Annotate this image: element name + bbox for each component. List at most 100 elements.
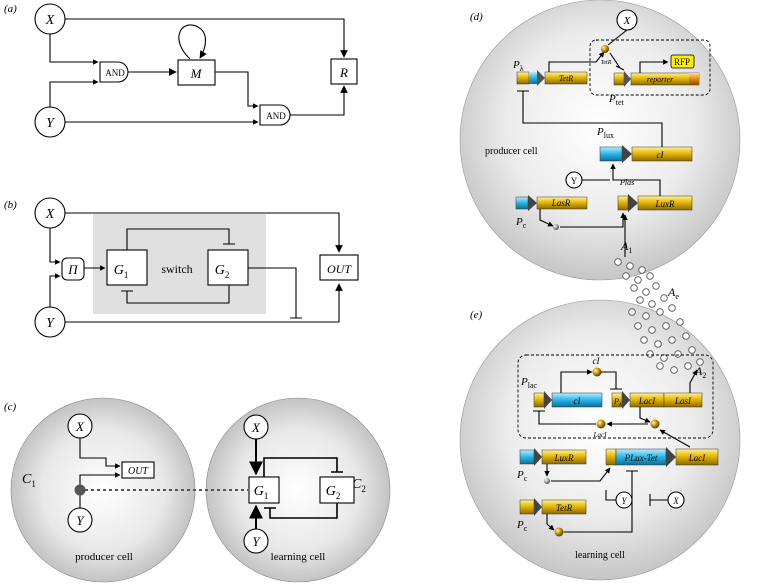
lasi-gene — [663, 392, 703, 408]
node-g1 — [106, 249, 148, 286]
pi-gate — [61, 257, 85, 281]
lasr-gene-label: LasR — [551, 198, 571, 208]
edge-g2-repress-out — [248, 267, 302, 319]
rfp-badge — [670, 54, 695, 69]
pc2-arrow-icon — [534, 498, 542, 516]
c1-label: C1 — [22, 472, 36, 489]
a1-label: A1 — [620, 239, 632, 255]
edge-and2-r — [290, 85, 348, 116]
signal-molecule — [684, 362, 692, 370]
laci-expression-arrow — [639, 407, 651, 423]
signal-molecule — [638, 266, 646, 274]
node-r-label: R — [339, 65, 348, 80]
ci-gene-label: cI — [574, 396, 582, 406]
plas-label: Plas — [619, 178, 634, 187]
lasr-gene — [536, 196, 588, 210]
lasr-expression-arrow — [539, 209, 554, 227]
signal-molecule — [622, 272, 630, 280]
pluxtet-operator — [605, 448, 617, 466]
signal-molecule — [668, 336, 676, 344]
panel-d-label: (d) — [470, 11, 483, 23]
node-y-label: Y — [46, 316, 56, 331]
p-lux-promoter — [599, 146, 623, 162]
signal-molecule — [628, 308, 636, 316]
ci-protein-label: cI — [593, 356, 601, 366]
producer-out-label: OUT — [128, 466, 149, 477]
signal-molecule — [614, 258, 622, 266]
tetr-protein-label: TetR — [601, 60, 612, 66]
signal-molecule — [636, 296, 644, 304]
p-lac-operator — [533, 392, 545, 408]
signal-molecule — [634, 276, 642, 284]
node-x-label: X — [45, 207, 55, 222]
tetr-gene — [541, 499, 587, 515]
node-r — [330, 58, 358, 85]
p-lambda-label: Pλ — [512, 59, 524, 73]
y-to-luxr — [605, 490, 616, 501]
node-out-label: OUT — [327, 262, 352, 276]
learning-g2 — [319, 476, 355, 504]
tetr-protein — [554, 527, 564, 537]
x-inhibit-tetr — [649, 494, 668, 506]
panel-b: (b) X Y Π G1 G2 switch OUT — [4, 197, 359, 338]
memory-module — [517, 354, 714, 439]
signal-molecule — [660, 354, 668, 362]
producer-out — [121, 461, 155, 479]
learning-y-label: Y — [252, 534, 261, 549]
signal-molecule — [646, 272, 654, 280]
p-lambda-promoter — [529, 72, 537, 84]
tetr-repress-ptet — [609, 52, 625, 71]
panel-a-label: (a) — [4, 3, 17, 15]
ci-protein — [592, 367, 602, 377]
producer-caption: producer cell — [75, 551, 133, 563]
edge-x-r — [65, 18, 348, 58]
laci-gene-label: LacI — [638, 396, 657, 406]
signal-molecule — [660, 294, 668, 302]
p-lux-arrow-icon — [622, 145, 632, 163]
switch-label: switch — [161, 262, 192, 276]
laci-gene-2-label: LacI — [688, 453, 707, 463]
edge-g1-repress-g2 — [126, 228, 235, 250]
panel-e: (e) Ae A2 Plac cI cI Pλ LacI LasI LacI — [459, 258, 741, 581]
producer-cell — [459, 0, 741, 281]
edge-py-out — [79, 472, 121, 488]
signal-molecule — [640, 336, 648, 344]
pi-gate-label: Π — [67, 262, 79, 277]
edge-y-and1 — [49, 79, 99, 107]
p-tet-label: Ptet — [608, 93, 625, 107]
p-lambda-arrow-icon — [537, 70, 545, 86]
signal-molecule — [626, 262, 634, 270]
edge-x-and1 — [49, 34, 99, 65]
y-input-label: Y — [571, 176, 578, 186]
p-lambda-label: Pλ — [613, 397, 622, 408]
pc2-promoter — [519, 499, 535, 515]
panel-a: (a) X Y AND M AND R — [4, 3, 358, 138]
y-input-label: Y — [621, 496, 627, 506]
lasi-gene-label: LasI — [674, 396, 692, 406]
tetr-gene-label: TetR — [556, 503, 573, 513]
signal-molecule — [656, 362, 664, 370]
tetr-gene-label: TetR — [559, 74, 573, 83]
pc1-label: Pc — [516, 469, 528, 483]
signal-molecule — [648, 326, 656, 334]
edge-g2-repress-g1 — [264, 503, 338, 519]
signal-molecule — [696, 358, 704, 366]
node-g2-label: G2 — [215, 263, 230, 280]
producer-x-label: X — [75, 419, 85, 434]
node-g1-label: G1 — [114, 263, 129, 280]
p-lambda-arrow-icon — [622, 391, 630, 409]
and-gate-1-label: AND — [105, 68, 125, 78]
reporter-label: reporter — [647, 75, 674, 84]
tetr-expression-arrow — [548, 51, 605, 72]
edge-x-out — [65, 212, 343, 253]
panel-b-label: (b) — [4, 199, 17, 211]
ci-repress-plambda — [601, 371, 622, 390]
ci-expression-arrow — [560, 369, 593, 393]
ci-repress-plambda — [517, 90, 663, 147]
tetr-repress-pluxtet — [564, 470, 638, 533]
node-x-label: X — [45, 13, 55, 28]
reporter-expression-arrow — [639, 59, 669, 73]
producer-y-label: Y — [76, 513, 85, 528]
junction-dot — [74, 484, 86, 496]
